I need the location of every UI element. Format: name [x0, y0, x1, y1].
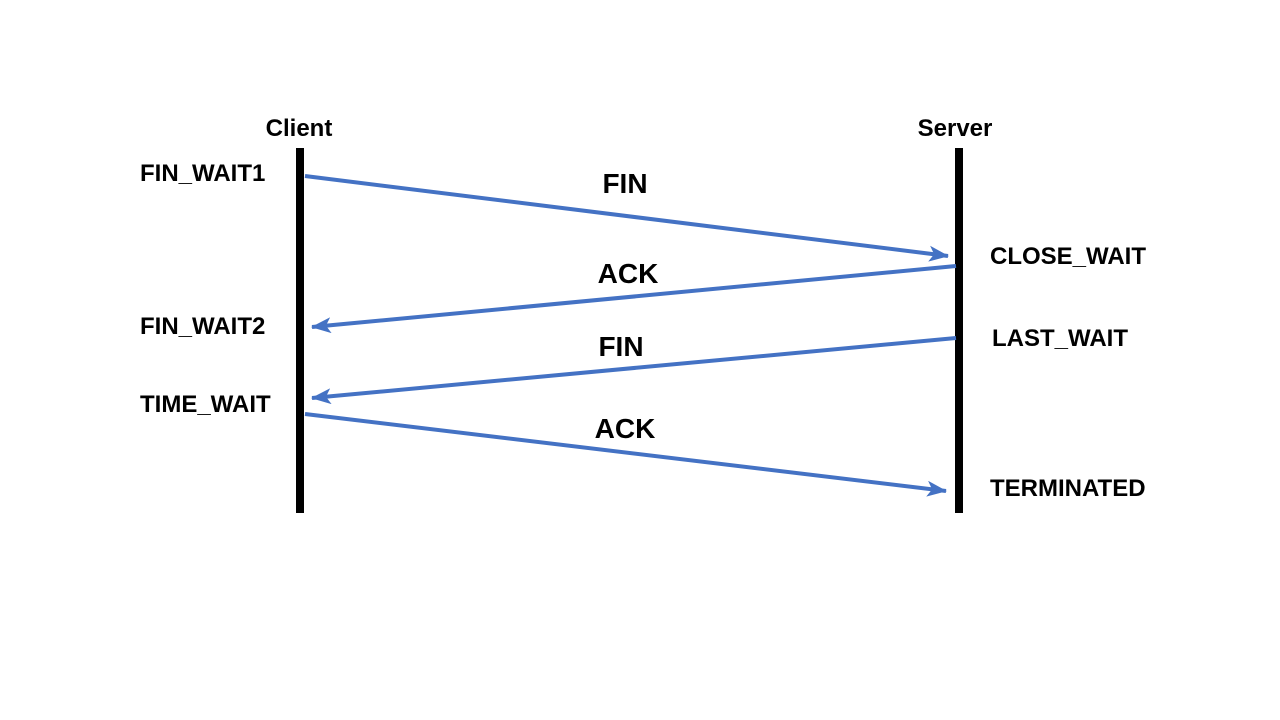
arrow-ack-server-to-client — [311, 264, 957, 334]
message-label-ack-1: ACK — [597, 258, 659, 289]
message-label-fin-2: FIN — [598, 331, 644, 362]
server-state-terminated: TERMINATED — [990, 475, 1146, 502]
message-label-ack-2: ACK — [594, 413, 656, 444]
client-lifeline-title: Client — [265, 115, 333, 142]
server-state-close-wait: CLOSE_WAIT — [990, 243, 1147, 270]
client-state-fin-wait2: FIN_WAIT2 — [140, 313, 266, 340]
client-state-time-wait: TIME_WAIT — [140, 391, 271, 418]
arrow-ack-client-to-server — [304, 412, 947, 497]
arrow-fin-client-to-server — [304, 174, 949, 262]
client-state-fin-wait1: FIN_WAIT1 — [140, 160, 266, 187]
message-label-fin-1: FIN — [602, 168, 648, 199]
server-lifeline-title: Server — [917, 115, 993, 142]
arrow-fin-server-to-client — [311, 336, 957, 405]
server-state-last-wait: LAST_WAIT — [992, 325, 1128, 352]
